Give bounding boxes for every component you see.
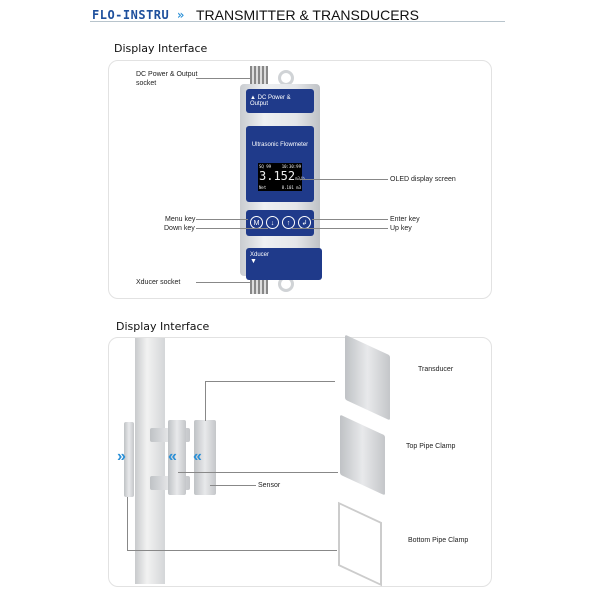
pipe bbox=[135, 338, 165, 584]
bottom-clamp-mounted bbox=[124, 422, 134, 497]
up-key[interactable]: ↑ bbox=[282, 216, 295, 229]
page-title: TRANSMITTER & TRANSDUCERS bbox=[196, 7, 419, 23]
section1-title: Display Interface bbox=[114, 42, 208, 55]
keypad: M ↓ ↑ ↲ bbox=[246, 210, 314, 236]
leader-line bbox=[312, 219, 388, 220]
leader-line bbox=[127, 497, 128, 550]
chevron-right-icon: » bbox=[117, 448, 126, 465]
brand-logo: FLO-INSTRU » bbox=[92, 8, 185, 22]
screen-title: Ultrasonic Flowmeter bbox=[251, 142, 309, 148]
label-bottom-pipe-clamp: Bottom Pipe Clamp bbox=[408, 537, 469, 544]
label-oled: OLED display screen bbox=[390, 176, 456, 183]
leader-line bbox=[205, 381, 206, 421]
dc-power-socket bbox=[250, 66, 268, 86]
leader-line bbox=[196, 282, 250, 283]
label-top-pipe-clamp: Top Pipe Clamp bbox=[406, 443, 456, 450]
chevron-left-icon: « bbox=[193, 448, 202, 465]
leader-line bbox=[210, 485, 256, 486]
label-up-key: Up key bbox=[390, 225, 412, 232]
leader-line bbox=[127, 550, 337, 551]
label-menu-key: Menu key bbox=[165, 216, 196, 223]
xducer-panel: Xducer▼ bbox=[246, 248, 322, 280]
down-key[interactable]: ↓ bbox=[266, 216, 279, 229]
label-xducer-socket: Xducer socket bbox=[136, 279, 181, 286]
dc-power-panel: ▲ DC Power & Output bbox=[246, 89, 314, 113]
chevron-left-icon: « bbox=[168, 448, 177, 465]
leader-line bbox=[300, 179, 388, 180]
leader-line bbox=[196, 78, 250, 79]
leader-line bbox=[292, 228, 388, 229]
label-transducer: Transducer bbox=[418, 366, 454, 373]
section2-title: Display Interface bbox=[116, 320, 210, 333]
leader-line bbox=[178, 472, 338, 473]
leader-line bbox=[205, 381, 335, 382]
leader-line bbox=[196, 219, 248, 220]
flow-value: 3.152 bbox=[259, 169, 296, 183]
header-divider bbox=[90, 21, 505, 22]
label-dc-socket: DC Power & Output socket bbox=[136, 71, 198, 87]
top-clamp-mounted bbox=[168, 420, 186, 495]
leader-line bbox=[196, 228, 268, 229]
transducer-mounted bbox=[194, 420, 216, 495]
transmitter-device: ▲ DC Power & Output Ultrasonic Flowmeter… bbox=[240, 84, 322, 280]
label-down-key: Down key bbox=[164, 225, 195, 232]
label-sensor: Sensor bbox=[258, 482, 281, 489]
label-enter-key: Enter key bbox=[390, 216, 420, 223]
